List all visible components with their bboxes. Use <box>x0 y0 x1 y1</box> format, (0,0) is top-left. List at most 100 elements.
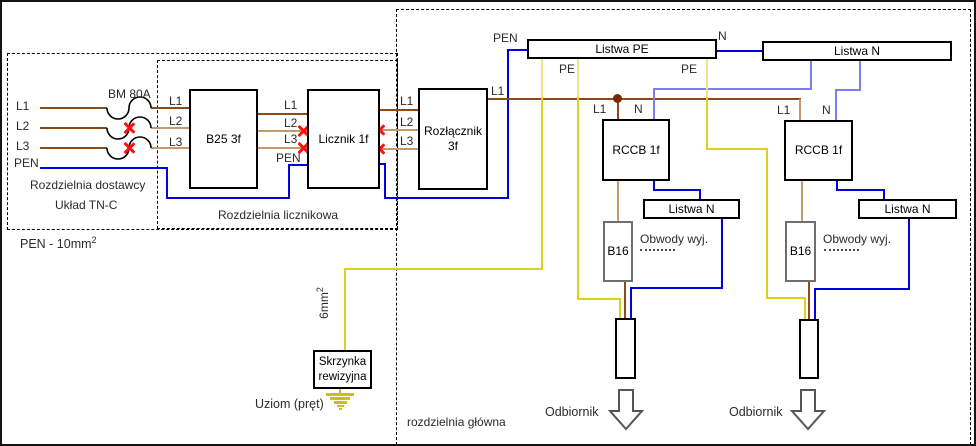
meter-label: Licznik 1f <box>318 131 369 146</box>
earth-bar <box>326 393 354 396</box>
load2-box <box>799 319 819 379</box>
earth-bar <box>334 401 347 404</box>
wire-pen-out <box>378 163 386 165</box>
label-n-top: N <box>718 29 727 43</box>
label-l2-in: L2 <box>16 119 30 133</box>
wire-pe3 <box>706 59 708 99</box>
breaker-b16-1-box: B16 <box>603 221 633 282</box>
wire-n-feed1 <box>810 61 812 90</box>
wire-rccb1-l1-out <box>617 181 619 222</box>
wire-pe1-to-ground <box>344 268 543 270</box>
wire-pe1 <box>541 59 543 99</box>
label-pen-top: PEN <box>493 31 518 45</box>
rccb2-label: RCCB 1f <box>794 143 843 157</box>
wire-pe1-to-ground <box>344 268 346 351</box>
meter-box: Licznik 1f <box>307 89 380 189</box>
label-section-meter: Rozdzielnia licznikowa <box>218 208 339 222</box>
wire-n2-to-load <box>814 288 910 290</box>
label-l1-in: L1 <box>16 99 30 113</box>
label-pen-mid: PEN <box>276 151 301 165</box>
wire-pen-out <box>384 163 386 199</box>
load2-arrow-icon <box>789 389 827 431</box>
rccb1-box: RCCB 1f <box>602 119 670 181</box>
label-l3-mid: L3 <box>284 132 298 146</box>
breaker-b16-1-label: B16 <box>607 244 629 258</box>
wire-rccb2-n-out <box>883 189 885 200</box>
wire-n-feed2 <box>835 89 837 121</box>
label-earth-wire-text: 6mm <box>316 292 331 319</box>
wire-b16-2-out <box>808 282 810 320</box>
wire-pe2 <box>577 298 621 300</box>
label-l3-isolator: L3 <box>400 134 414 148</box>
n-busbar1-label: Listwa N <box>668 201 715 216</box>
inspection-box-label: Skrzynka <box>318 356 367 369</box>
wire-l2-in <box>40 127 107 129</box>
n-busbar2-label: Listwa N <box>884 201 931 216</box>
section-meter-box <box>157 60 398 229</box>
wire-l2-b25-meter <box>258 130 307 132</box>
label-l3-b25: L3 <box>169 135 183 149</box>
wire-pe-n-link <box>717 50 762 52</box>
label-section-main: rozdzielnia główna <box>407 415 506 429</box>
n-busbar-main-box: Listwa N <box>762 41 952 61</box>
label-l2-isolator: L2 <box>400 115 414 129</box>
wire-n1-to-load <box>721 219 723 289</box>
label-earth-wire-sup: 2 <box>314 287 325 293</box>
label-n-rccb2: N <box>822 103 831 117</box>
wire-pen-meter-in <box>288 164 308 166</box>
wire-pe3 <box>766 297 806 299</box>
wire-pen-in <box>40 167 168 169</box>
wire-pe3 <box>706 148 768 150</box>
label-earth-wire-crosssection: 6mm2 <box>315 287 331 319</box>
label-n-rccb1: N <box>634 102 643 116</box>
wire-l1-in <box>40 107 107 109</box>
n-busbar1-box: Listwa N <box>643 199 740 219</box>
wire-n-feed2 <box>859 61 861 91</box>
wire-l1-drop-rccb1 <box>617 99 619 120</box>
wire-l3-meter-isolator <box>380 148 418 150</box>
label-l1-b25: L1 <box>169 94 183 108</box>
rccb1-label: RCCB 1f <box>612 142 660 157</box>
wire-rccb1-n-out <box>653 181 655 191</box>
wire-pen-riser <box>507 49 509 199</box>
label-l3-in: L3 <box>16 139 30 153</box>
earth-bar <box>339 408 342 410</box>
wire-n2-to-load <box>814 288 816 320</box>
wire-ground-stub <box>339 389 341 393</box>
label-system-tnc: Układ TN-C <box>55 198 118 212</box>
rccb2-box: RCCB 1f <box>784 120 853 181</box>
isolator-label: Rozłącznik <box>423 124 483 138</box>
label-l1-out: L1 <box>491 84 505 98</box>
label-pen-in: PEN <box>14 156 39 170</box>
n-busbar2-box: Listwa N <box>858 199 957 219</box>
label-fuse: BM 80A <box>108 87 151 101</box>
isolator-label2: 3f <box>447 139 458 153</box>
earth-bar <box>330 397 350 400</box>
load1-box <box>615 318 636 379</box>
fuse-l1-icon <box>106 96 152 120</box>
label-pe-2: PE <box>681 62 698 76</box>
load1-arrow-icon <box>607 389 645 431</box>
wire-n-feed2 <box>835 89 861 91</box>
label-l1-mid: L1 <box>284 98 298 112</box>
wire-l1-b25-meter <box>258 113 307 115</box>
label-l1-rccb1: L1 <box>593 102 607 116</box>
inspection-box: Skrzynka rewizyjna <box>313 350 372 389</box>
wire-l1-main <box>488 98 801 100</box>
wire-n-feed1 <box>653 88 655 120</box>
label-pen-crosssection: PEN - 10mm2 <box>20 235 97 251</box>
wire-l1-drop-rccb2 <box>799 99 801 121</box>
label-load1: Odbiornik <box>545 405 599 419</box>
pe-busbar-label: Listwa PE <box>595 41 649 56</box>
label-section-supplier: Rozdzielnia dostawcy <box>30 178 146 192</box>
fault-x-icon <box>122 121 136 135</box>
wire-pe2-to-load1 <box>619 298 621 319</box>
label-l1-isolator: L1 <box>400 94 414 108</box>
label-l1-rccb2: L1 <box>777 103 791 117</box>
wire-l1-postfuse <box>151 107 189 109</box>
wire-pe3-to-load2 <box>804 297 806 320</box>
wire-n1-to-load <box>630 287 632 319</box>
breaker-b16-2-box: B16 <box>785 221 816 282</box>
wire-b16-1-out <box>624 282 626 319</box>
